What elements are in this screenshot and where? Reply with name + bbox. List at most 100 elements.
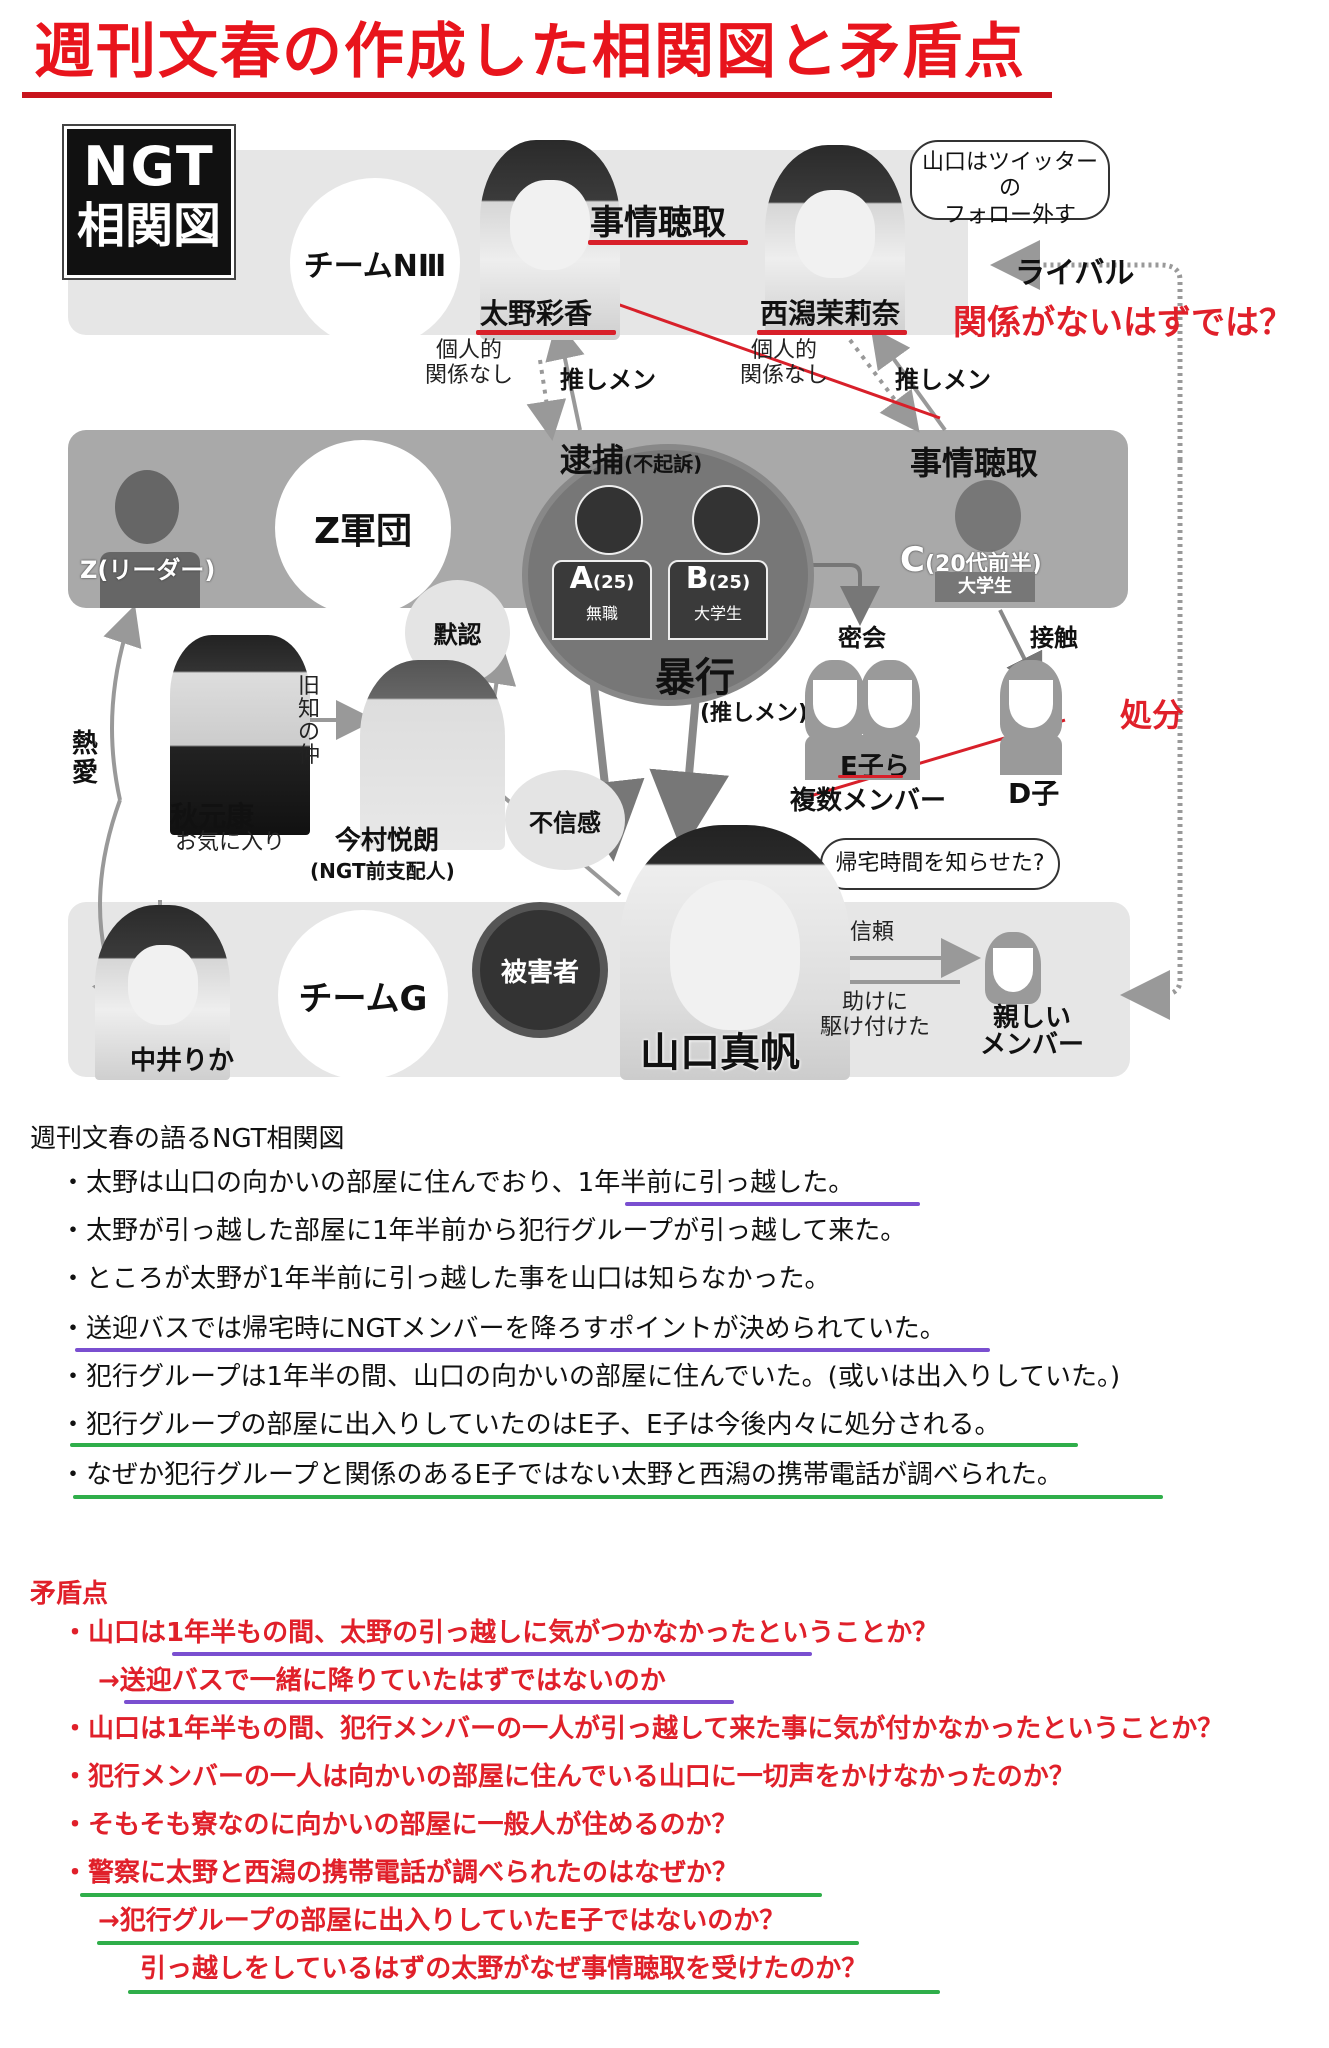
questioning-label-c: 事情聴取 — [910, 444, 1039, 482]
team-g-label: チームG — [298, 978, 428, 1019]
member-d-face — [1009, 680, 1053, 728]
arrest-label: 逮捕(不起訴) — [560, 435, 702, 481]
e-members-sub-label: 複数メンバー — [790, 786, 947, 816]
assault-label: 暴行 — [655, 655, 735, 701]
suspect-a-role: 無職 — [585, 604, 618, 623]
distrust-label: 不信感 — [529, 808, 601, 837]
e-members-underline — [838, 775, 903, 778]
contradiction-item: 引っ越しをしているはずの太野がなぜ事情聴取を受けたのか？ — [140, 1954, 868, 1984]
bunshun-item: ・犯行グループは1年半の間、山口の向かいの部屋に住んでいた。(或いは出入りしてい… — [60, 1362, 1121, 1392]
underline-green — [73, 1495, 1163, 1499]
no-relation-2-l1: 個人的 — [751, 338, 818, 363]
oshimen-label-2: 推しメン — [895, 366, 991, 394]
contact-label: 接触 — [1030, 624, 1078, 652]
twitter-bubble-line2: フォロー外す — [943, 202, 1076, 228]
ngt-badge: NGT 相関図 — [62, 124, 236, 280]
ngt-badge-line1: NGT — [83, 135, 215, 198]
oshimen-label-1: 推しメン — [560, 366, 656, 394]
nakai-face — [128, 945, 198, 1025]
tacit-approval-label: 默認 — [433, 621, 482, 649]
suspect-b-id: B(25) — [685, 561, 751, 596]
twitter-unfollow-bubble: 山口はツイッターの フォロー外す — [910, 140, 1110, 228]
assault-sub-label: (推しメン) — [700, 701, 809, 726]
arrest-text: 逮捕 — [560, 441, 625, 479]
contradiction-item: ・そもそも寮なのに向かいの部屋に一般人が住めるのか？ — [62, 1810, 738, 1840]
victim-label: 被害者 — [500, 957, 579, 988]
page-title: 週刊文春の作成した相関図と矛盾点 — [34, 17, 1026, 87]
contradiction-item: ・山口は1年半もの間、犯行メンバーの一人が引っ越して来た事に気が付かなかったとい… — [62, 1714, 1224, 1744]
member-e1-face — [813, 680, 857, 728]
member-e2-face — [868, 680, 912, 728]
title-underline — [22, 92, 1052, 98]
no-relation-2-l2: 関係なし — [740, 363, 829, 389]
home-time-text: 帰宅時間を知らせた? — [835, 851, 1045, 876]
rushed-to-help-label: 助けに 駆け付けた — [820, 990, 931, 1041]
akimoto-photo — [170, 635, 310, 835]
nakai-name: 中井りか — [130, 1046, 235, 1076]
underline-purple — [625, 1202, 920, 1206]
yamaguchi-face — [670, 880, 800, 1030]
bunshun-item: ・犯行グループの部屋に出入りしていたのはE子、E子は今後内々に処分される。 — [60, 1410, 1001, 1440]
no-personal-relation-1: 個人的 関係なし — [425, 338, 513, 389]
underline-green — [128, 1990, 940, 1994]
suspect-a-card: A(25) 無職 — [552, 560, 652, 640]
ngt-badge-line2: 相関図 — [76, 198, 221, 254]
z-gundan-circle: Z軍団 — [275, 440, 451, 616]
no-relation-1-l1: 個人的 — [436, 338, 503, 363]
bunshun-item: ・なぜか犯行グループと関係のあるE子ではない太野と西潟の携帯電話が調べられた。 — [60, 1460, 1063, 1490]
old-friends-label: 旧 知 の 仲 — [298, 674, 321, 769]
imamura-role: (NGT前支配人) — [310, 859, 455, 883]
suspect-b-card: B(25) 大学生 — [668, 560, 768, 640]
nishigata-name-underline — [757, 330, 907, 335]
underline-purple — [124, 1700, 734, 1704]
imamura-name: 今村悦朗 — [335, 826, 440, 856]
questioning-label-top: 事情聴取 — [590, 203, 726, 243]
member-d-body-icon — [1000, 735, 1062, 775]
yamaguchi-name: 山口真帆 — [640, 1030, 800, 1076]
contradiction-item: ・山口は1年半もの間、太野の引っ越しに気がつかなかったということか？ — [62, 1618, 939, 1648]
contradiction-item: ・警察に太野と西潟の携帯電話が調べられたのはなぜか？ — [62, 1858, 739, 1888]
bunshun-item: ・ところが太野が1年半前に引っ越した事を山口は知らなかった。 — [60, 1264, 831, 1294]
contradiction-item: ・犯行メンバーの一人は向かいの部屋に住んでいる山口に一切声をかけなかったのか？ — [62, 1762, 1075, 1792]
ono-name: 太野彩香 — [480, 297, 593, 330]
team-n3-circle: チームNⅢ — [290, 178, 460, 348]
ono-name-underline — [476, 330, 616, 335]
z-leader-label: Z(リーダー) — [80, 556, 216, 584]
underline-green — [70, 1443, 1078, 1447]
bunshun-item: ・太野は山口の向かいの部屋に住んでおり、1年半前に引っ越した。 — [60, 1168, 855, 1198]
favorite-label: お気に入り — [175, 830, 286, 855]
suspect-b-role: 大学生 — [693, 604, 742, 623]
trust-label: 信頼 — [850, 920, 895, 945]
close-member-label: 親しい メンバー — [980, 1003, 1085, 1061]
z-leader-head-icon — [115, 470, 179, 544]
bunshun-item: ・太野が引っ越した部屋に1年半前から犯行グループが引っ越して来た。 — [60, 1216, 907, 1246]
underline-green — [80, 1893, 822, 1897]
home-time-bubble: 帰宅時間を知らせた? — [820, 838, 1060, 890]
ono-face — [510, 180, 590, 270]
arrest-sub-text: (不起訴) — [624, 452, 703, 476]
underline-green — [97, 1941, 859, 1945]
underline-purple — [75, 1348, 990, 1352]
distrust-cloud: 不信感 — [505, 770, 625, 870]
person-c-role: 大学生 — [935, 572, 1035, 602]
passion-label: 熱 愛 — [72, 729, 99, 788]
rival-label: ライバル — [1015, 256, 1135, 291]
secret-meeting-label: 密会 — [838, 624, 886, 652]
team-g-band — [68, 902, 1130, 1077]
suspect-b-head-icon — [692, 485, 760, 555]
team-n3-label: チームNⅢ — [303, 249, 447, 284]
victim-badge: 被害者 — [480, 910, 600, 1030]
contradictions-heading: 矛盾点 — [30, 1579, 109, 1609]
contradiction-item: →犯行グループの部屋に出入りしていたE子ではないのか？ — [98, 1906, 786, 1936]
member-d-label: D子 — [1008, 777, 1060, 810]
nishigata-face — [795, 190, 875, 278]
no-relation-1-l2: 関係なし — [425, 363, 514, 389]
contradiction-item: →送迎バスで一緒に降りていたはずではないのか — [98, 1666, 666, 1696]
twitter-bubble-line1: 山口はツイッターの — [921, 150, 1098, 202]
ngt-relationship-diagram: NGT 相関図 チームNⅢ Z軍団 チームG 太野彩香 事情聴取 西潟茉莉奈 山… — [60, 120, 1300, 1080]
person-c-head-icon — [955, 480, 1021, 552]
underline-purple — [172, 1652, 812, 1656]
should-be-unrelated-note: 関係がないはずでは？ — [953, 303, 1293, 343]
suspect-a-id: A(25) — [569, 561, 635, 596]
e-members-body-icon — [805, 735, 920, 780]
